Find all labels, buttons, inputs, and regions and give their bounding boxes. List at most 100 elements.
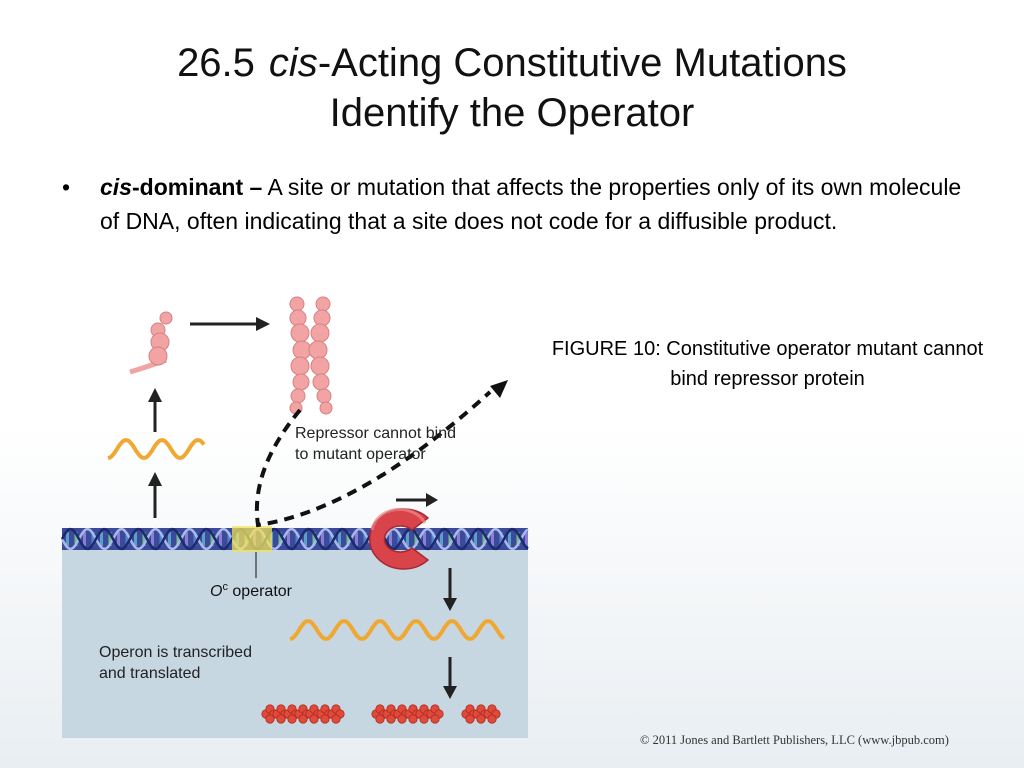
operator-label-o: O — [210, 583, 222, 600]
repressor-tetramer — [289, 296, 333, 415]
title-rest: -Acting Constitutive Mutations — [317, 41, 847, 85]
repressor-subunit-bead — [313, 309, 331, 327]
title-cis: cis — [268, 41, 318, 85]
dna-base-pair — [193, 532, 197, 546]
dna-base-pair — [210, 532, 214, 546]
dna-base-pair — [219, 532, 222, 546]
repressor-label-line-1: Repressor cannot bind — [295, 425, 456, 442]
dna-base-pair — [406, 532, 409, 546]
dna-helix — [60, 526, 529, 552]
protein-bead — [298, 714, 308, 724]
dna-base-pair — [108, 532, 112, 546]
operator-label: Oc operator — [210, 581, 293, 600]
figure-caption: FIGURE 10: Constitutive operator mutant … — [551, 338, 984, 390]
repressor-subunit-bead — [292, 340, 312, 360]
bullet-term-rest: -dominant – — [131, 174, 263, 200]
protein-bead — [309, 714, 319, 724]
dna-base-pair — [525, 532, 528, 546]
dna-base-pair — [202, 532, 205, 546]
dna-base-pair — [185, 532, 188, 546]
repressor-subunit-bead — [312, 373, 330, 391]
dna-base-pair — [83, 532, 86, 546]
bullet-marker: • — [62, 174, 71, 200]
dna-base-pair — [499, 532, 503, 546]
dna-base-pair — [74, 532, 78, 546]
repressor-subunit-bead — [290, 356, 310, 376]
repressor-subunit-bead — [289, 309, 307, 327]
dna-base-pair — [440, 532, 443, 546]
failed-binding-arrowhead — [490, 380, 508, 398]
repressor-subunit-bead — [289, 296, 305, 312]
protein-bead — [375, 714, 385, 724]
dna-base-pair — [397, 532, 401, 546]
protein-bead — [419, 714, 429, 724]
repressor-subunit-bead — [308, 340, 328, 360]
dna-base-pair — [142, 532, 146, 546]
down-arrow-1 — [443, 568, 457, 611]
dna-base-pair — [389, 532, 392, 546]
operator-label-sup: c — [222, 581, 228, 593]
bullet-definition: A site or mutation that affects the prop… — [100, 174, 962, 234]
operon-label-line-1: Operon is transcribed — [99, 644, 252, 661]
dna-base-pair — [125, 532, 129, 546]
dna-base-pair — [134, 532, 137, 546]
dna-base-pair — [457, 532, 460, 546]
dna-base-pair — [100, 532, 103, 546]
dna-base-pair — [508, 532, 511, 546]
repressor-subunit-bead — [319, 401, 333, 415]
mrna-transcript — [289, 618, 506, 642]
definition-bullet: • cis-dominant – A site or mutation that… — [62, 170, 962, 238]
bullet-term: cis-dominant – — [100, 174, 262, 200]
dna-base-pair — [321, 532, 324, 546]
dna-base-pair — [151, 532, 154, 546]
dna-base-pair — [414, 532, 418, 546]
protein-bead — [487, 714, 497, 724]
operon-label-line-2: and translated — [99, 665, 200, 682]
dna-base-pair — [278, 532, 282, 546]
protein-bead — [397, 714, 407, 724]
dna-base-pair — [287, 532, 290, 546]
dna-base-pair — [168, 532, 171, 546]
protein-bead — [465, 714, 475, 724]
protein-bead — [287, 714, 297, 724]
dna-base-pair — [227, 532, 231, 546]
transcription-arrowhead — [426, 493, 438, 507]
dna-base-pair — [465, 532, 469, 546]
dna-base-pair — [482, 532, 486, 546]
repressor-subunit-bead — [290, 388, 306, 404]
dna-base-pair — [304, 532, 307, 546]
protein-bead — [320, 714, 330, 724]
protein-bead — [476, 714, 486, 724]
title-line-2: Identify the Operator — [329, 91, 695, 135]
repressor-subunit-bead — [290, 323, 310, 343]
dna-base-pair — [474, 532, 477, 546]
repressor-subunit-bead — [315, 296, 331, 312]
dna-base-pair — [176, 532, 180, 546]
repressor-subunit-bead — [310, 356, 330, 376]
dna-base-pair — [91, 532, 95, 546]
operator-site — [232, 526, 272, 552]
failed-binding-arrow — [254, 390, 492, 528]
repressor-subunit-bead — [292, 373, 310, 391]
down-arrow-2 — [443, 657, 457, 699]
dna-base-pair — [516, 532, 520, 546]
dna-base-pair — [448, 532, 452, 546]
up-arrow-1 — [148, 472, 162, 518]
dna-base-pair — [312, 532, 316, 546]
dna-base-pair — [66, 532, 69, 546]
dna-base-pair — [117, 532, 120, 546]
repressor-mrna — [107, 437, 206, 461]
up-arrow-2 — [148, 388, 162, 432]
rna-polymerase — [368, 507, 430, 570]
dna-base-pair — [329, 532, 333, 546]
protein-products — [261, 704, 501, 724]
repressor-label-line-2: to mutant operator — [295, 446, 426, 463]
repressor-subunit-bead — [316, 388, 332, 404]
dna-base-pair — [338, 532, 341, 546]
dna-base-pair — [431, 532, 435, 546]
protein-bead — [408, 714, 418, 724]
dna-base-pair — [346, 532, 350, 546]
